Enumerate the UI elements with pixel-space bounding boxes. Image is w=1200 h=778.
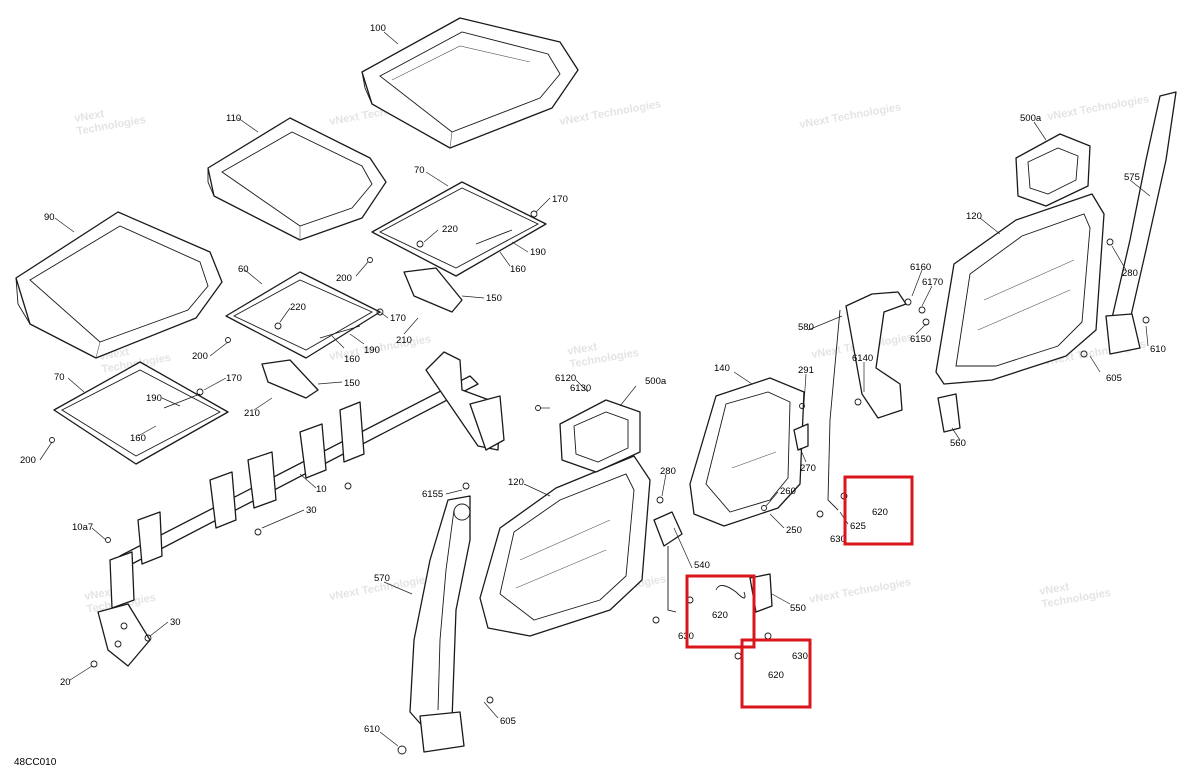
label-610: 610: [364, 724, 380, 735]
label-260: 260: [780, 486, 796, 497]
label-120: 120: [966, 211, 982, 222]
label-90: 90: [44, 212, 55, 223]
label-70: 70: [54, 372, 65, 383]
label-150: 150: [486, 293, 502, 304]
leader-lines: [39, 31, 1151, 747]
watermark: vNext Technologies: [1046, 93, 1150, 123]
label-6155: 6155: [422, 489, 443, 500]
watermark: vNext Technologies: [798, 101, 902, 131]
label-500a: 500a: [1020, 113, 1042, 124]
label-570: 570: [374, 573, 390, 584]
label-190: 190: [146, 393, 162, 404]
watermark: vNext: [73, 108, 105, 125]
label-140: 140: [714, 363, 730, 374]
seat-frame-70-left: [53, 361, 229, 465]
label-160: 160: [130, 433, 146, 444]
label-30: 30: [306, 505, 317, 516]
label-6140: 6140: [852, 353, 873, 364]
label-200: 200: [20, 455, 36, 466]
label-150: 150: [344, 378, 360, 389]
backrest-120-right: [935, 193, 1105, 385]
label-170: 170: [552, 194, 568, 205]
label-250: 250: [786, 525, 802, 536]
label-280: 280: [660, 466, 676, 477]
buckle-550: [715, 573, 773, 613]
seat-cushion-90: [15, 211, 223, 359]
highlight-box: [740, 638, 812, 709]
label-100: 100: [370, 23, 386, 34]
label-580: 580: [798, 322, 814, 333]
seatbelt-570: [409, 495, 471, 753]
label-605: 605: [1106, 373, 1122, 384]
label-220: 220: [442, 224, 458, 235]
label-210: 210: [244, 408, 260, 419]
label-540: 540: [694, 560, 710, 571]
label-625: 625: [850, 521, 866, 532]
headrest-500a-right: [1015, 133, 1091, 207]
label-10: 10: [316, 484, 327, 495]
label-110: 110: [226, 113, 241, 124]
headrest-500a-center: [559, 399, 641, 473]
label-170: 170: [226, 373, 242, 384]
label-605: 605: [500, 716, 516, 727]
label-200: 200: [336, 273, 352, 284]
label-30: 30: [170, 617, 181, 628]
highlight-620-middle: 620: [685, 574, 756, 649]
diagram-code: 48CC010: [14, 757, 57, 768]
label-160: 160: [510, 264, 526, 275]
label-550: 550: [790, 603, 806, 614]
label-6170: 6170: [922, 277, 943, 288]
watermark: vNext Technologies: [558, 98, 662, 128]
label-6130: 6130: [570, 383, 591, 394]
label-575: 575: [1124, 172, 1140, 183]
buckle-560: [937, 393, 961, 433]
label-6150: 6150: [910, 334, 931, 345]
label-170: 170: [390, 313, 406, 324]
label-610: 610: [1150, 344, 1166, 355]
label-220: 220: [290, 302, 306, 313]
watermark: vNext: [566, 341, 598, 358]
label-60: 60: [238, 264, 249, 275]
label-70: 70: [414, 165, 425, 176]
label-620: 620: [768, 670, 784, 681]
label-620: 620: [712, 610, 728, 621]
label-6120: 6120: [555, 373, 576, 384]
highlight-box: [685, 574, 756, 649]
label-560: 560: [950, 438, 966, 449]
label-210: 210: [396, 335, 412, 346]
label-500a: 500a: [645, 376, 667, 387]
highlight-box: [843, 475, 914, 546]
bracket-270: [793, 423, 809, 451]
base-frame-10: [97, 351, 505, 667]
label-10a7: 10a7: [72, 522, 93, 533]
seat-frame-70-top: [371, 181, 547, 313]
seatbelt-575: [1105, 91, 1177, 355]
backrest-120-center: [479, 455, 651, 637]
label-280: 280: [1122, 268, 1138, 279]
backrest-140: [689, 377, 805, 527]
watermark: vNext: [83, 586, 115, 603]
label-190: 190: [530, 247, 546, 258]
label-270: 270: [800, 463, 816, 474]
label-190: 190: [364, 345, 380, 356]
label-620: 620: [872, 507, 888, 518]
label-160: 160: [344, 354, 360, 365]
highlight-620-right: 620: [843, 475, 914, 546]
label-120: 120: [508, 477, 524, 488]
seatbelt-580: [827, 291, 907, 511]
buckle-540: [653, 511, 683, 613]
watermark: vNext Technologies: [808, 576, 912, 606]
watermark: vNext: [1038, 581, 1070, 598]
label-6160: 6160: [910, 262, 931, 273]
seat-cushion-100: [361, 17, 579, 149]
label-291: 291: [798, 365, 814, 376]
label-630: 630: [792, 651, 808, 662]
label-630: 630: [830, 534, 846, 545]
label-20: 20: [60, 677, 71, 688]
label-200: 200: [192, 351, 208, 362]
highlight-620-bottom: 620: [740, 638, 812, 709]
part-labels: 100 110 90 70 170 220 200 190 160 150 21…: [20, 23, 1166, 735]
seat-cushion-110: [207, 117, 387, 241]
